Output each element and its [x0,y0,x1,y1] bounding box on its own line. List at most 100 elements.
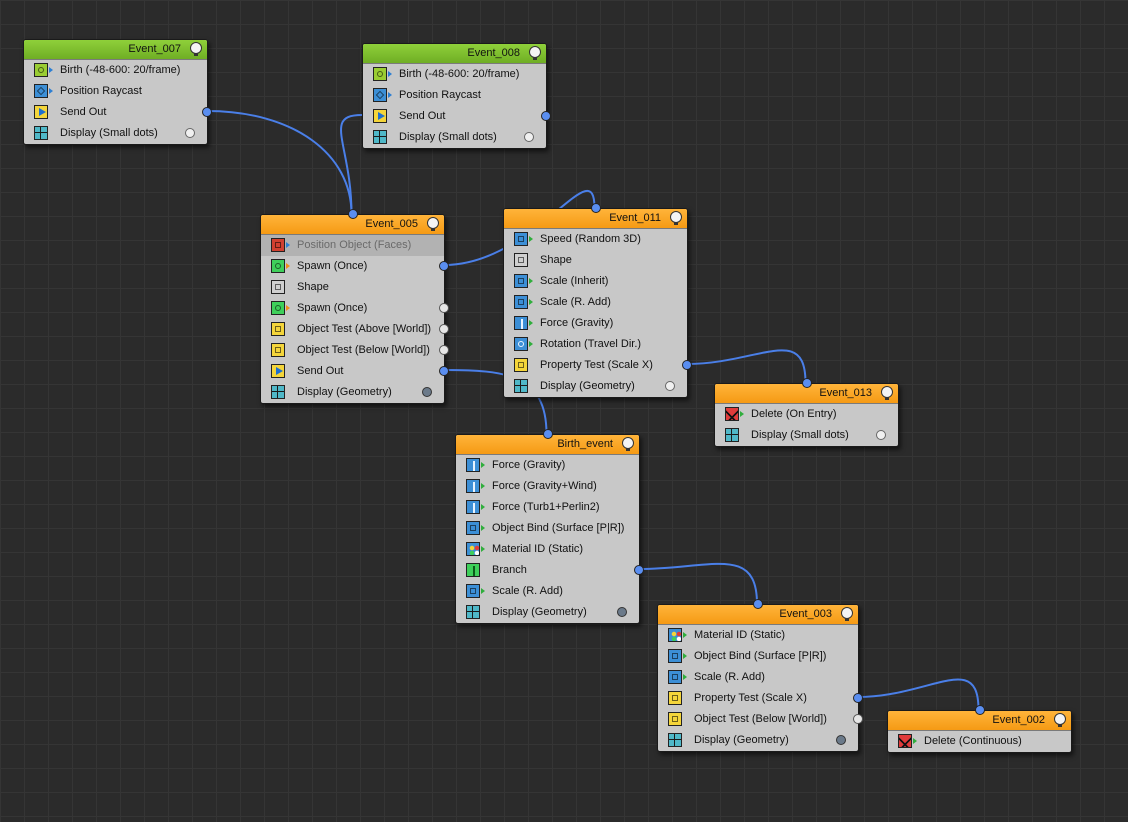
event-header[interactable]: Event_007 [24,40,207,60]
operator-row[interactable]: Force (Turb1+Perlin2) [456,497,639,518]
operator-row[interactable]: Scale (R. Add) [658,667,858,688]
operator-row[interactable]: Object Test (Above [World]) [261,319,449,340]
operator-row[interactable]: Spawn (Once) [261,256,449,277]
input-port[interactable] [801,378,812,388]
lightbulb-icon[interactable] [190,42,202,56]
force-icon [466,479,480,493]
operator-row[interactable]: Position Raycast [363,85,546,106]
display-color-swatch[interactable] [185,128,195,138]
operator-row[interactable]: Object Bind (Surface [P|R]) [658,646,858,667]
wire-event-007-to-event-005[interactable] [206,110,353,215]
operator-row[interactable]: Display (Small dots) [24,123,207,144]
operator-row[interactable]: Property Test (Scale X) [658,688,863,709]
operator-row[interactable]: Property Test (Scale X) [504,355,692,376]
operator-row[interactable]: Position Raycast [24,81,207,102]
lightbulb-icon[interactable] [1054,713,1066,727]
output-port-connected[interactable] [541,111,551,121]
operator-row[interactable]: Force (Gravity) [504,313,687,334]
event-header[interactable]: Event_003 [658,599,858,625]
lightbulb-icon[interactable] [881,386,893,400]
input-port[interactable] [590,203,601,213]
lightbulb-icon[interactable] [427,217,439,231]
display-color-swatch[interactable] [524,132,534,142]
event-header[interactable]: Birth_event [456,429,639,455]
operator-row[interactable]: Shape [504,250,687,271]
operator-row[interactable]: Display (Geometry) [658,730,858,751]
operator-row[interactable]: Force (Gravity) [456,455,639,476]
input-port[interactable] [542,429,553,439]
operator-row[interactable]: Display (Small dots) [363,127,546,148]
output-port-connected[interactable] [682,360,692,370]
wire-birth-event-to-event-003[interactable] [638,562,758,605]
operator-flag-icon [913,738,917,744]
output-port-connected[interactable] [439,261,449,271]
operator-row[interactable]: Rotation (Travel Dir.) [504,334,687,355]
output-port-connected[interactable] [439,366,449,376]
operator-row[interactable]: Display (Geometry) [456,602,639,623]
operator-label: Spawn (Once) [297,260,368,272]
output-port[interactable] [439,303,449,313]
operator-row[interactable]: Speed (Random 3D) [504,229,687,250]
operator-row[interactable]: Scale (R. Add) [456,581,639,602]
operator-label: Object Bind (Surface [P|R]) [694,650,827,662]
output-port-connected[interactable] [202,107,212,117]
operator-row[interactable]: Birth (-48-600: 20/frame) [24,60,207,81]
lightbulb-icon[interactable] [670,211,682,225]
output-port[interactable] [853,714,863,724]
output-port[interactable] [439,324,449,334]
wire-event-008-to-event-005[interactable] [340,114,363,215]
event-title: Event_013 [819,387,872,399]
display-color-swatch[interactable] [422,387,432,397]
wire-event-011-to-event-013[interactable] [686,349,807,384]
event-header[interactable]: Event_005 [261,209,444,235]
operator-row[interactable]: Birth (-48-600: 20/frame) [363,64,546,85]
operator-row[interactable]: Display (Small dots) [715,425,898,446]
input-port[interactable] [753,599,763,609]
operator-row[interactable]: Branch [456,560,644,581]
operator-row[interactable]: Material ID (Static) [658,625,858,646]
operator-row[interactable]: Scale (Inherit) [504,271,687,292]
lightbulb-icon[interactable] [529,46,541,60]
wire-event-003-to-event-002[interactable] [857,678,980,711]
operator-row[interactable]: Display (Geometry) [504,376,687,397]
operator-row[interactable]: Material ID (Static) [456,539,639,560]
operator-row[interactable]: Scale (R. Add) [504,292,687,313]
event-header[interactable]: Event_011 [504,203,687,229]
display-color-swatch[interactable] [665,381,675,391]
lightbulb-icon[interactable] [622,437,634,451]
operator-row[interactable]: Send Out [363,106,551,127]
operator-row[interactable]: Delete (Continuous) [888,731,1071,752]
operator-row[interactable]: Object Test (Below [World]) [658,709,863,730]
operator-row[interactable]: Send Out [24,102,212,123]
display-color-swatch[interactable] [617,607,627,617]
output-port-connected[interactable] [853,693,863,703]
operator-row[interactable]: Delete (On Entry) [715,404,898,425]
operator-row[interactable]: Send Out [261,361,449,382]
input-port[interactable] [347,209,358,219]
operator-row[interactable]: Position Object (Faces) [261,235,444,256]
event-header[interactable]: Event_008 [363,44,546,64]
display-color-swatch[interactable] [876,430,886,440]
event-header[interactable]: Event_013 [715,378,898,404]
operator-row[interactable]: Spawn (Once) [261,298,449,319]
operator-row[interactable]: Shape [261,277,444,298]
object-test-icon [668,712,682,726]
operator-row[interactable]: Object Test (Below [World]) [261,340,449,361]
operator-row[interactable]: Display (Geometry) [261,382,444,403]
display-color-swatch[interactable] [836,735,846,745]
event-header[interactable]: Event_002 [888,705,1071,731]
operator-row[interactable]: Object Bind (Surface [P|R]) [456,518,639,539]
output-port-connected[interactable] [634,565,644,575]
input-port[interactable] [974,705,985,715]
output-port[interactable] [439,345,449,355]
operator-row[interactable]: Force (Gravity+Wind) [456,476,639,497]
lightbulb-icon[interactable] [841,607,853,621]
